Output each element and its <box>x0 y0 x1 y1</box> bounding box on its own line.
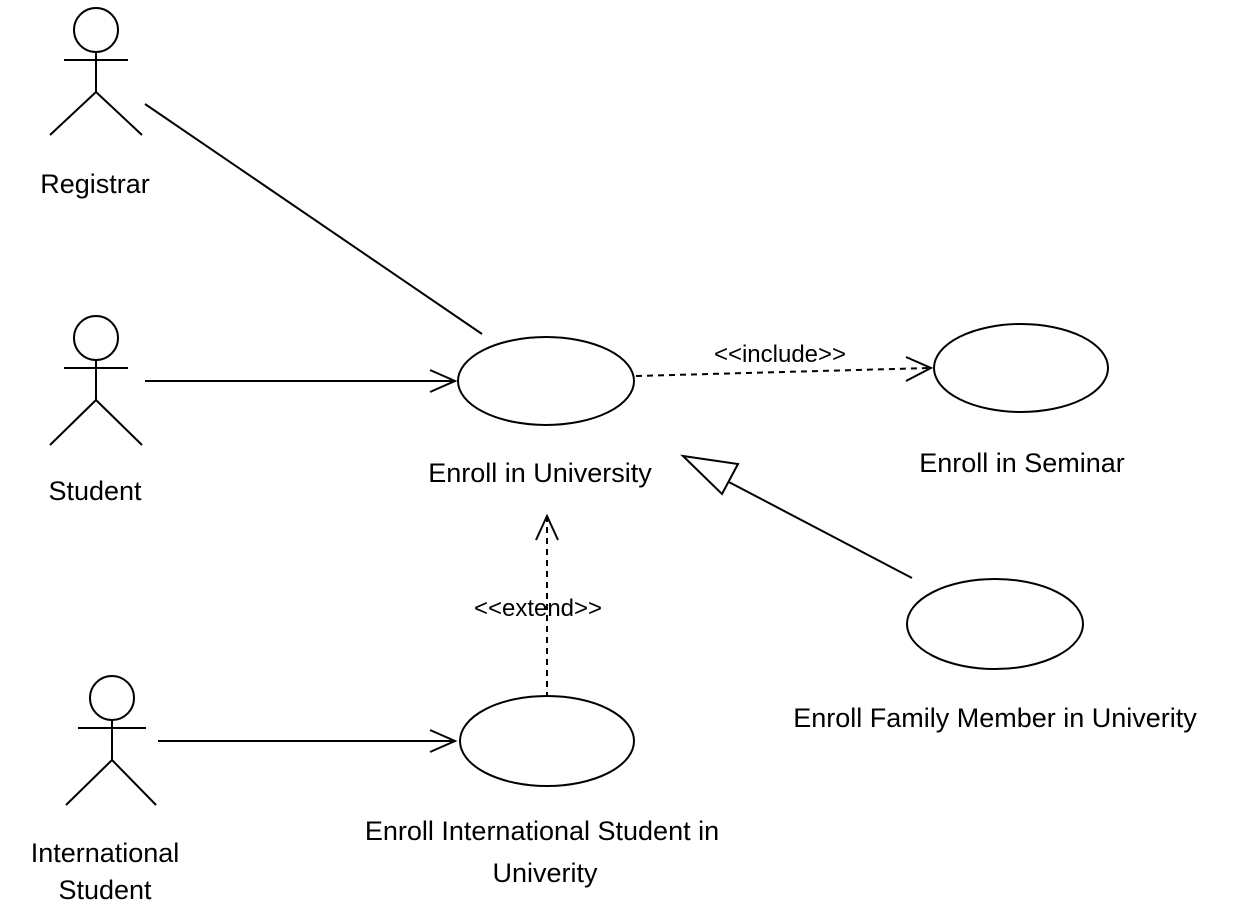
actor-left-leg <box>49 91 97 136</box>
use-case-enroll-family-member: Enroll Family Member in Univerity <box>793 578 1197 733</box>
actor-international-label-line1: International <box>31 838 180 868</box>
actor-right-leg <box>95 399 143 446</box>
arrowhead-open <box>429 369 458 393</box>
actor-international-label-line2: Student <box>58 875 152 904</box>
actor-head <box>73 7 119 53</box>
arrowhead-open <box>905 356 934 382</box>
extend-stereotype: <<extend>> <box>474 595 602 622</box>
association-student <box>145 369 458 393</box>
use-case-label: Enroll Family Member in Univerity <box>793 703 1197 733</box>
arrowhead-open <box>535 513 559 541</box>
use-case-label-line1: Enroll International Student in <box>365 816 719 846</box>
association-registrar <box>144 103 483 335</box>
use-case-enroll-international-student: Enroll International Student in Univerit… <box>365 695 719 888</box>
include-stereotype: <<include>> <box>714 341 846 368</box>
actor-head <box>73 315 119 361</box>
extend-dependency: <<extend>> <box>474 513 602 698</box>
actor-registrar: Registrar <box>40 7 150 199</box>
use-case-label: Enroll in University <box>428 458 652 488</box>
include-dependency: <<include>> <box>635 341 934 382</box>
actor-right-leg <box>111 759 157 806</box>
actor-right-leg <box>95 91 143 136</box>
use-case-enroll-in-seminar: Enroll in Seminar <box>919 323 1125 478</box>
arrowhead-open <box>429 729 458 753</box>
use-case-enroll-in-university: Enroll in University <box>428 336 652 488</box>
actor-left-leg <box>49 399 97 446</box>
actor-international-student: International Student <box>31 675 180 904</box>
use-case-label-line2: Univerity <box>492 858 598 888</box>
actor-registrar-label: Registrar <box>40 169 150 199</box>
generalization-family-member <box>680 454 913 579</box>
actor-left-leg <box>65 759 113 806</box>
use-case-label: Enroll in Seminar <box>919 448 1125 478</box>
actor-student: Student <box>48 315 143 506</box>
actor-head <box>89 675 135 721</box>
actor-student-label: Student <box>48 476 142 506</box>
association-international-student <box>158 729 458 753</box>
generalization-triangle <box>680 454 740 496</box>
